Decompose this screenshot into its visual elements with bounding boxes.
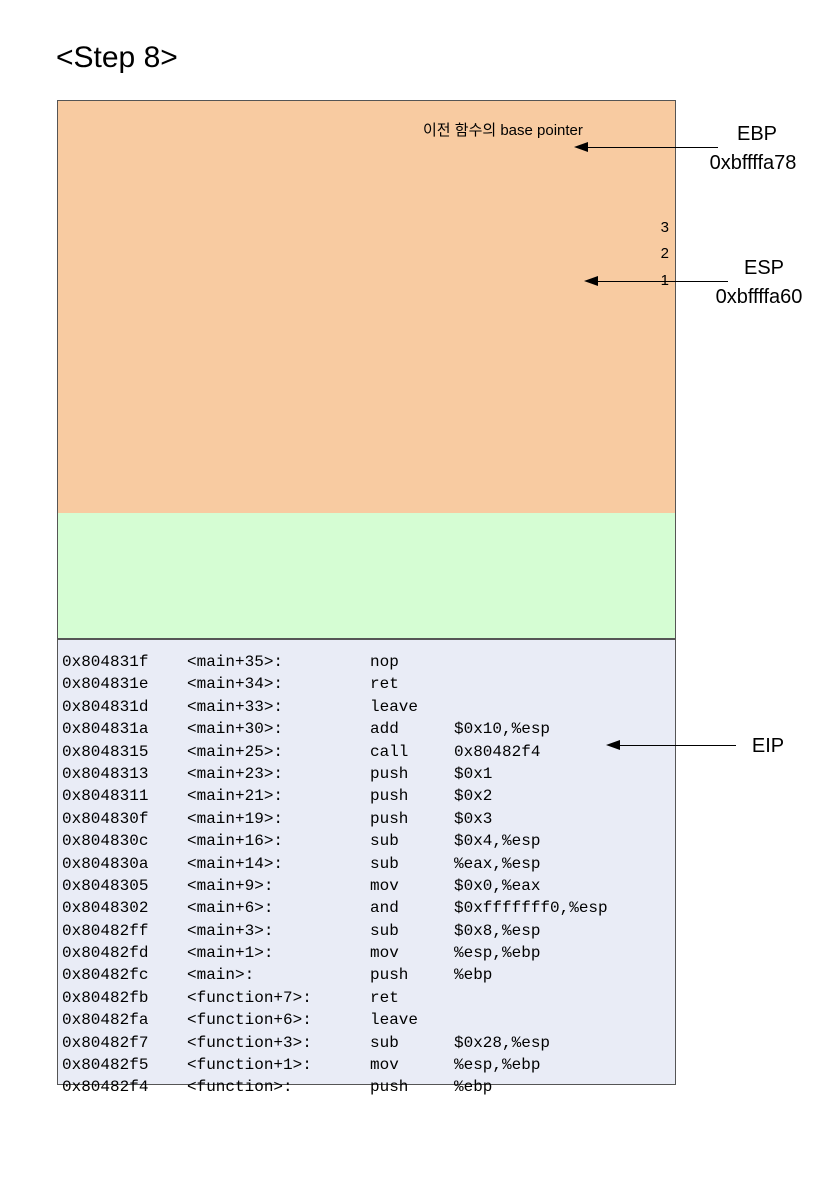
instruction-address: 0x80482fd xyxy=(62,944,149,963)
stack-diagram: 이전 함수의 base pointer 3 2 1 0x804831f <main… xyxy=(57,100,676,1183)
esp-register-value: 0xbffffa60 xyxy=(715,286,803,308)
instruction-operands: $0x3 xyxy=(454,809,493,828)
saved-base-pointer-label: 이전 함수의 base pointer xyxy=(423,122,583,139)
instruction-opcode: push xyxy=(370,764,409,783)
instruction-symbol: <main+9>: xyxy=(187,876,274,895)
instruction-symbol: <main>: xyxy=(187,966,255,985)
instruction-symbol: <main+14>: xyxy=(187,854,284,873)
instruction-operands: $0xfffffff0,%esp xyxy=(454,899,608,918)
instruction-address: 0x8048302 xyxy=(62,899,149,918)
ebp-register-label: EBP xyxy=(736,123,778,145)
eip-arrow xyxy=(618,745,736,746)
instruction-opcode: ret xyxy=(370,675,399,694)
instruction-address: 0x804830f xyxy=(62,809,149,828)
stack-value-3: 3 xyxy=(660,219,669,236)
instruction-address: 0x80482fc xyxy=(62,966,149,985)
instruction-operands: %esp,%ebp xyxy=(454,944,541,963)
instruction-symbol: <main+23>: xyxy=(187,764,284,783)
instruction-address: 0x804831a xyxy=(62,720,149,739)
instruction-operands: %eax,%esp xyxy=(454,854,541,873)
instruction-symbol: <function+1>: xyxy=(187,1056,312,1075)
instruction-opcode: ret xyxy=(370,988,399,1007)
esp-arrow xyxy=(596,281,728,282)
instruction-symbol: <main+30>: xyxy=(187,720,284,739)
ebp-arrowhead xyxy=(574,142,588,152)
eip-arrowhead xyxy=(606,740,620,750)
instruction-address: 0x8048315 xyxy=(62,742,149,761)
instruction-opcode: mov xyxy=(370,944,399,963)
instruction-address: 0x804831f xyxy=(62,653,149,671)
instruction-opcode: push xyxy=(370,1078,409,1097)
instruction-symbol: <main+35>: xyxy=(187,653,284,671)
previous-stack-frame: 이전 함수의 base pointer 3 2 1 xyxy=(57,100,676,514)
instruction-address: 0x80482f5 xyxy=(62,1056,149,1075)
ebp-arrow xyxy=(586,147,718,148)
current-stack-frame xyxy=(57,513,676,639)
instruction-address: 0x8048305 xyxy=(62,876,149,895)
instruction-opcode: push xyxy=(370,787,409,806)
instruction-address: 0x80482fa xyxy=(62,1011,149,1030)
instruction-operands: $0x28,%esp xyxy=(454,1033,551,1052)
instruction-symbol: <main+34>: xyxy=(187,675,284,694)
instruction-symbol: <main+19>: xyxy=(187,809,284,828)
instruction-operands: $0x4,%esp xyxy=(454,832,541,851)
instruction-operands: $0x2 xyxy=(454,787,493,806)
instruction-opcode: leave xyxy=(370,697,419,716)
instruction-address: 0x80482f7 xyxy=(62,1033,149,1052)
instruction-address: 0x80482f4 xyxy=(62,1078,149,1097)
instruction-symbol: <main+25>: xyxy=(187,742,284,761)
instruction-operands: %esp,%ebp xyxy=(454,1056,541,1075)
instruction-opcode: and xyxy=(370,899,399,918)
instruction-operands: $0x10,%esp xyxy=(454,720,551,739)
instruction-operands: $0x0,%eax xyxy=(454,876,541,895)
instruction-opcode: mov xyxy=(370,1056,399,1075)
instruction-opcode: mov xyxy=(370,876,399,895)
instruction-opcode: push xyxy=(370,966,409,985)
instruction-address: 0x8048311 xyxy=(62,787,149,806)
instruction-operands: $0x8,%esp xyxy=(454,921,541,940)
instruction-symbol: <main+16>: xyxy=(187,832,284,851)
stack-value-1: 1 xyxy=(649,272,669,289)
instruction-symbol: <main+3>: xyxy=(187,921,274,940)
instruction-symbol: <main+1>: xyxy=(187,944,274,963)
instruction-symbol: <function+7>: xyxy=(187,988,312,1007)
eip-register-label: EIP xyxy=(751,735,785,757)
instruction-operands: %ebp xyxy=(454,1078,493,1097)
instruction-address: 0x804830a xyxy=(62,854,149,873)
instruction-opcode: sub xyxy=(370,854,399,873)
instruction-symbol: <main+33>: xyxy=(187,697,284,716)
instruction-symbol: <function+3>: xyxy=(187,1033,312,1052)
instruction-opcode: leave xyxy=(370,1011,419,1030)
instruction-symbol: <main+6>: xyxy=(187,899,274,918)
instruction-symbol: <function>: xyxy=(187,1078,293,1097)
instruction-opcode: add xyxy=(370,720,399,739)
instruction-operands: 0x80482f4 xyxy=(454,742,541,761)
instruction-operands: $0x1 xyxy=(454,764,493,783)
ebp-register-value: 0xbffffa78 xyxy=(709,152,797,174)
instruction-opcode: nop xyxy=(370,653,399,671)
instruction-operands: %ebp xyxy=(454,966,493,985)
instruction-address: 0x804831d xyxy=(62,697,149,716)
disassembly-panel: 0x804831f <main+35>: nop 0x804831e <main+34>… xyxy=(57,639,676,1096)
stack-value-2: 2 xyxy=(660,245,669,262)
instruction-opcode: sub xyxy=(370,1033,399,1052)
step-title: <Step 8> xyxy=(56,41,178,74)
instruction-symbol: <function+6>: xyxy=(187,1011,312,1030)
instruction-opcode: sub xyxy=(370,921,399,940)
esp-register-label: ESP xyxy=(743,257,785,279)
instruction-address: 0x804830c xyxy=(62,832,149,851)
instruction-address: 0x804831e xyxy=(62,675,149,694)
instruction-opcode: call xyxy=(370,742,409,761)
instruction-symbol: <main+21>: xyxy=(187,787,284,806)
instruction-address: 0x80482ff xyxy=(62,921,149,940)
instruction-opcode: sub xyxy=(370,832,399,851)
esp-arrowhead xyxy=(584,276,598,286)
instruction-opcode: push xyxy=(370,809,409,828)
instruction-address: 0x8048313 xyxy=(62,764,149,783)
instruction-address: 0x80482fb xyxy=(62,988,149,1007)
